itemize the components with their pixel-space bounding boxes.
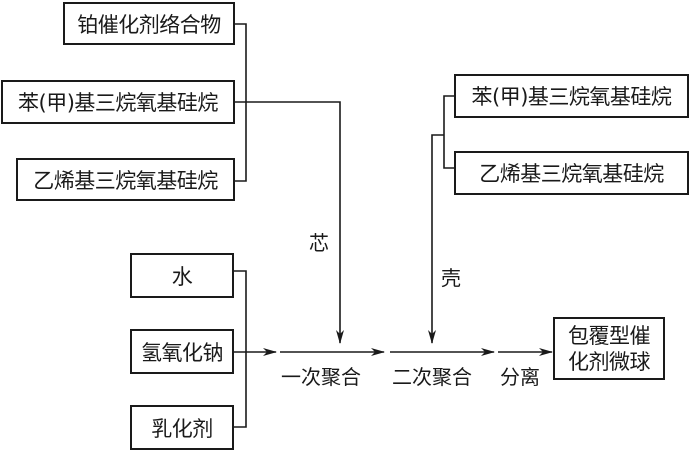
core-label: 芯 [309,231,329,255]
input-vinyl-silane-shell: 乙烯基三烷氧基硅烷 [454,151,689,195]
base-bracket [233,270,247,428]
product-line1: 包覆型催 [568,323,651,348]
input-water: 水 [130,253,234,298]
core-line [234,101,344,344]
input-emulsifier: 乳化剂 [130,405,234,450]
input-phenyl-silane-shell: 苯(甲)基三烷氧基硅烷 [454,74,689,118]
step-secondary-polymerization: 二次聚合 [392,365,472,389]
shell-label: 壳 [441,266,461,290]
product-box: 包覆型催 化剂微球 [553,317,665,380]
product-line2: 化剂微球 [568,349,651,374]
step-primary-polymerization: 一次聚合 [281,365,361,389]
input-sodium-hydroxide: 氢氧化钠 [130,329,234,374]
input-phenyl-silane-core: 苯(甲)基三烷氧基硅烷 [1,80,235,124]
step-separation: 分离 [500,365,540,389]
input-platinum-catalyst: 铂催化剂络合物 [63,2,235,45]
input-vinyl-silane-core: 乙烯基三烷氧基硅烷 [16,158,235,201]
shell-bracket-outer [428,134,444,344]
shell-bracket-inner [443,95,454,169]
